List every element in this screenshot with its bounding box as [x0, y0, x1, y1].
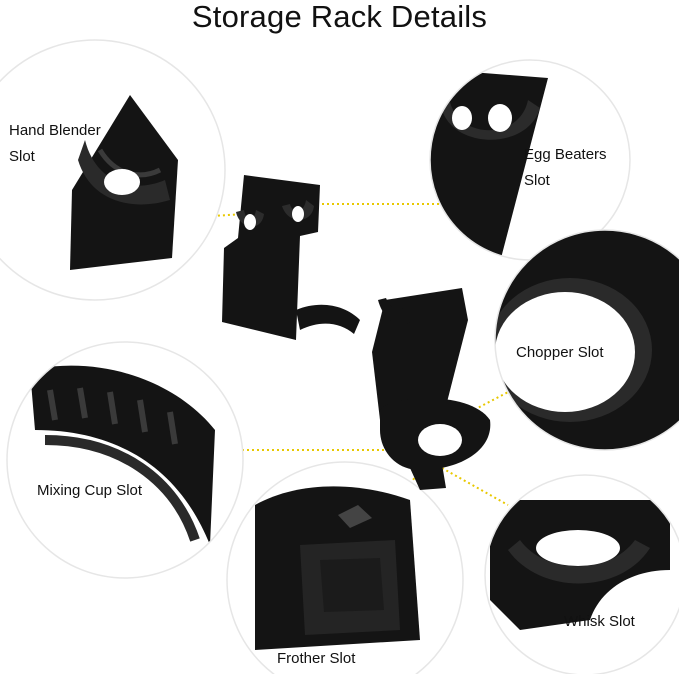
- whisk-slot-label-line-1: Whisk Slot: [564, 613, 635, 630]
- frother-slot-label: Frother Slot: [277, 646, 355, 672]
- chopper-slot-label: Chopper Slot: [516, 340, 604, 366]
- mixing-cup-slot-label-line-1: Mixing Cup Slot: [37, 482, 143, 499]
- chopper-slot-label-line-1: Chopper Slot: [516, 344, 604, 361]
- frother-slot-label-line-1: Frother Slot: [277, 650, 356, 667]
- mixing-cup-slot-bubble: [7, 342, 243, 578]
- whisk-slot-bubble: [485, 475, 679, 674]
- chopper-bubble-border: [494, 229, 679, 451]
- frother-slot-bubble: [227, 462, 463, 674]
- storage-rack-product-front: [372, 288, 491, 490]
- hand-blender-bubble-border: [0, 39, 226, 301]
- egg-beaters-slot-label-line-1: Egg Beaters: [524, 146, 607, 163]
- hand-blender-slot-label-line-2: Slot: [9, 148, 35, 165]
- whisk-bubble-border: [484, 474, 679, 674]
- egg-beaters-slot-label: Egg Beaters Slot: [524, 142, 607, 194]
- hand-blender-slot-label-line-1: Hand Blender: [9, 122, 101, 139]
- whisk-slot-label: Whisk Slot: [564, 609, 635, 635]
- chopper-slot-bubble: [495, 230, 679, 450]
- leader-line-whisk: [441, 467, 509, 506]
- mixing-cup-slot-label: Mixing Cup Slot: [37, 478, 142, 504]
- mixing-cup-bubble-border: [6, 341, 244, 579]
- storage-rack-product-rear: [222, 175, 360, 340]
- hand-blender-slot-label: Hand Blender Slot: [9, 118, 101, 170]
- hand-blender-slot-bubble: [0, 40, 225, 300]
- egg-beaters-slot-label-line-2: Slot: [524, 172, 550, 189]
- page-title: Storage Rack Details: [191, 0, 488, 34]
- frother-bubble-border: [226, 461, 464, 674]
- egg-beaters-slot-bubble: [430, 60, 630, 260]
